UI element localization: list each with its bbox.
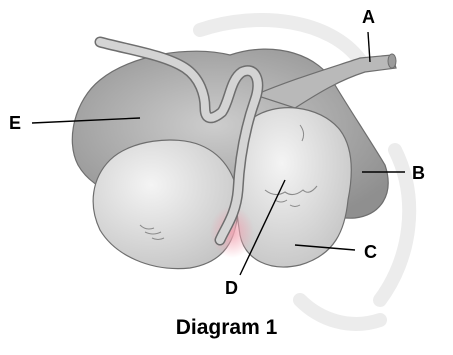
label-b: B (412, 164, 425, 182)
label-c: C (364, 243, 377, 261)
diagram-caption: Diagram 1 (0, 316, 453, 340)
label-e: E (9, 114, 21, 132)
organ-right-lobe (236, 108, 352, 267)
label-d: D (225, 279, 238, 297)
label-a: A (362, 8, 375, 26)
